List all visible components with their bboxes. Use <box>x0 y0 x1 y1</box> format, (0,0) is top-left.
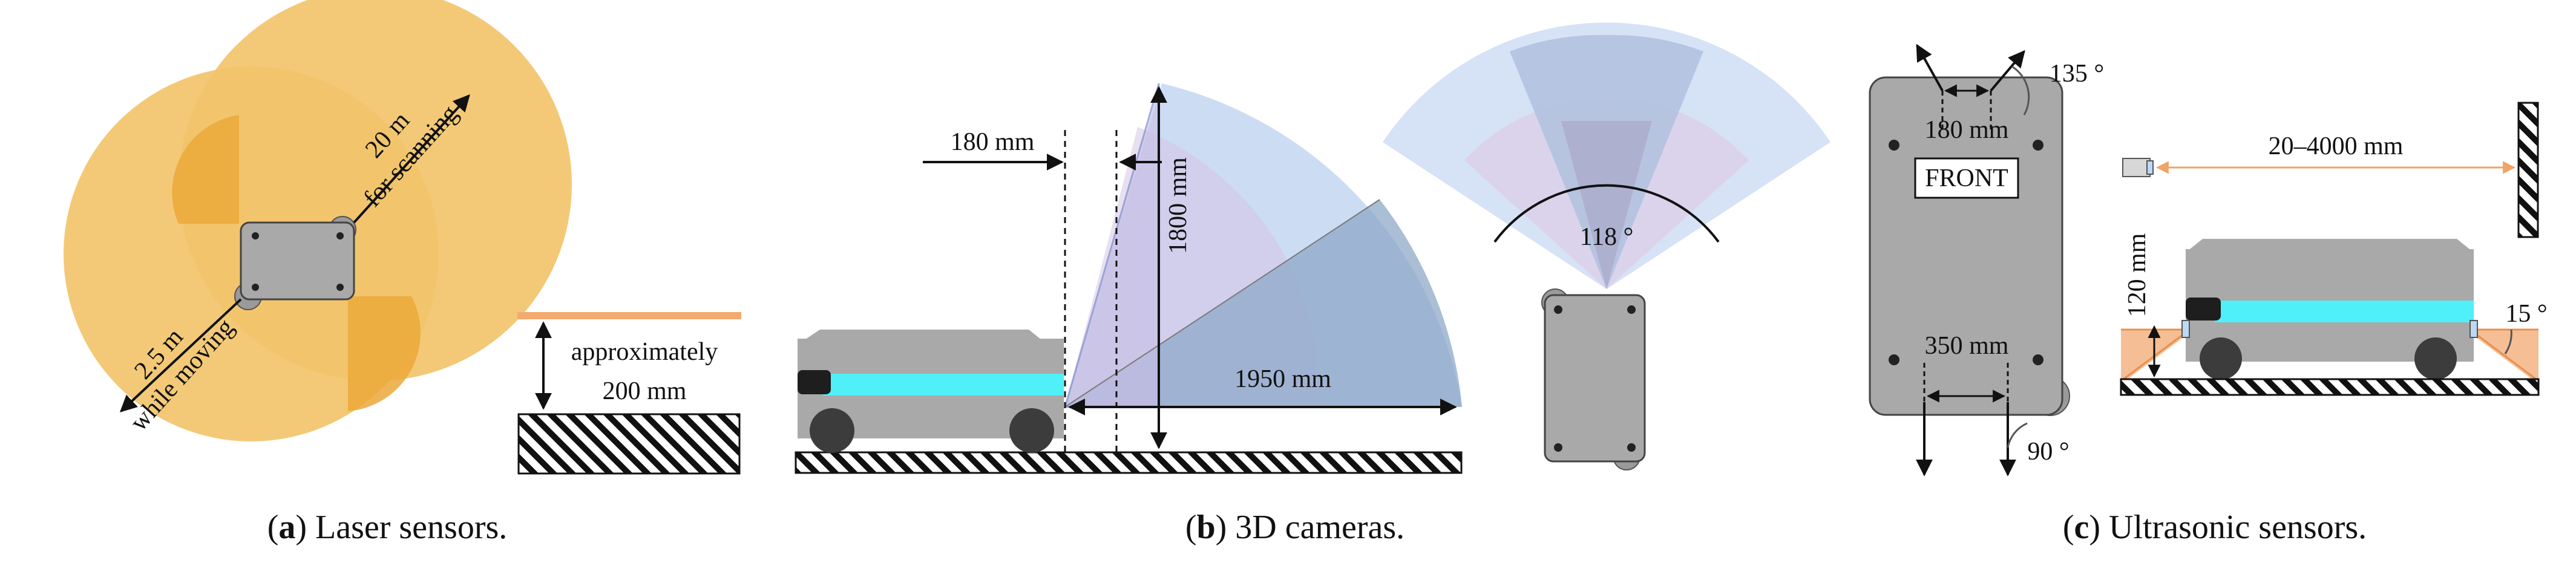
bolt <box>336 284 344 291</box>
beam-edge-right <box>2473 331 2539 382</box>
camera-c <box>2186 298 2221 321</box>
bolt <box>1554 443 1562 452</box>
robot-top-c <box>2188 239 2472 251</box>
front-label: FRONT <box>1925 164 2008 192</box>
moving-range-arrow <box>119 298 242 412</box>
ground-hatch-c <box>2120 378 2540 396</box>
bolt <box>2033 354 2043 365</box>
laser-overlap-front <box>348 296 421 411</box>
light-strip-c <box>2215 301 2474 322</box>
ground-hatch-a <box>517 413 741 475</box>
caption-b: (b) 3D cameras. <box>1185 509 1404 546</box>
robot-top-view-a <box>234 216 356 310</box>
bolt <box>336 232 344 239</box>
tilt-angle-label: 15 ° <box>2505 300 2547 328</box>
front-beam-right <box>1990 50 2025 92</box>
robot-top-view-b <box>1541 288 1646 470</box>
bolt <box>2033 140 2043 151</box>
robot-side-view-c: 120 mm 15 ° <box>2120 233 2548 396</box>
panel-c-ultrasonic-sensors: FRONT 180 mm 135 ° 350 mm 90 ° 20–4000 m… <box>1869 44 2548 546</box>
height-label-b: 1800 mm <box>1164 157 1192 254</box>
ultrasonic-sensor-icon <box>2122 158 2151 177</box>
wheel-c-rear <box>2200 337 2242 380</box>
front-label-box <box>1914 157 2019 199</box>
tilt-angle-arc <box>2504 329 2512 354</box>
wheel-b-rear <box>810 408 854 453</box>
height-label-line1: approximately <box>571 338 718 366</box>
robot-body-a <box>240 221 355 301</box>
robot-side-view-b <box>798 330 1064 453</box>
caption-a: (a) Laser sensors. <box>267 509 508 546</box>
front-spacing-label: 180 mm <box>1925 116 2009 144</box>
robot-body-top-b <box>1544 294 1646 463</box>
bolt <box>1889 354 1899 365</box>
laser-overlap-rear <box>172 115 239 224</box>
camera-b <box>798 370 831 394</box>
panel-b-3d-cameras: 180 mm 1800 mm 1950 mm 118 ° (b) 3D came… <box>795 22 1830 546</box>
bolt <box>1889 140 1899 151</box>
fov-top-center <box>1561 121 1652 289</box>
front-angle-label: 135 ° <box>2050 60 2104 88</box>
front-beam-left <box>1916 44 1944 91</box>
ultrasonic-mount-right <box>2469 320 2478 338</box>
fov-triangle <box>1064 83 1160 408</box>
robot-top-view-c: FRONT <box>1869 76 2070 416</box>
angle-label-b: 118 ° <box>1580 223 1634 251</box>
bolt <box>1627 443 1636 452</box>
ultrasonic-range-view: 20–4000 mm <box>2122 102 2539 238</box>
bolt <box>1554 305 1562 314</box>
front-angle-arc <box>2011 65 2030 116</box>
ultrasonic-mount-left <box>2181 320 2190 338</box>
ground-hatch-b <box>795 451 1463 474</box>
camera-field-top-view: 118 ° <box>1383 22 1830 290</box>
range-label-b: 1950 mm <box>1234 365 1331 393</box>
rear-spacing-label: 350 mm <box>1925 332 2009 360</box>
ultrasonic-range-label: 20–4000 mm <box>2269 132 2404 160</box>
wheel-c-front <box>2414 337 2457 380</box>
height-label-line2: 200 mm <box>603 377 687 405</box>
fov-top-blue-right <box>1607 34 1703 290</box>
bolt <box>252 232 259 239</box>
light-strip-b <box>823 374 1064 395</box>
scan-range-arrow <box>353 94 470 224</box>
rear-angle-label: 90 ° <box>2027 438 2069 466</box>
mount-height-label: 120 mm <box>2123 233 2151 317</box>
ultrasonic-sensor-face <box>2146 160 2154 175</box>
bolt <box>252 284 259 291</box>
caption-c: (c) Ultrasonic sensors. <box>2063 509 2367 546</box>
wheel-b-front <box>1009 408 1054 453</box>
fov-top-blue-left <box>1510 34 1607 290</box>
offset-label: 180 mm <box>951 128 1035 156</box>
angle-arc <box>1493 184 1720 243</box>
rear-angle-arc <box>2007 422 2028 448</box>
panel-a-laser-sensors: 20 m for scanning 2.5 m while moving app… <box>64 0 741 546</box>
bolt <box>1627 305 1636 314</box>
fov-diagonal <box>1064 199 1380 408</box>
laser-height-detail: approximately 200 mm <box>517 312 741 475</box>
wall-hatch <box>2517 102 2539 238</box>
